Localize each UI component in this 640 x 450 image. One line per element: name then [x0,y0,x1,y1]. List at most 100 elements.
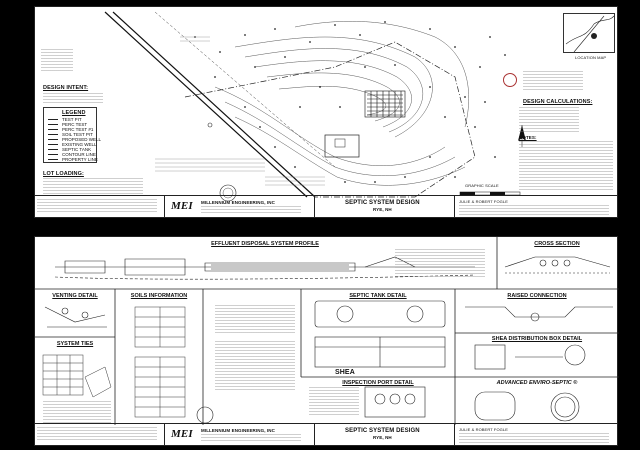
legend-label: TEST PIT [62,117,82,122]
owner-cell-2: JULIE & ROBERT FOGLE [455,424,619,445]
site-notes [41,49,73,73]
design-intent-text [43,93,103,105]
drawing-title: SEPTIC SYSTEM DESIGN [345,200,420,206]
legend-label: PROPERTY LINE [62,157,98,162]
spot-elevation-marker [334,24,336,26]
spot-elevation-marker [294,166,296,168]
legend-label: EXISTING WELL [62,142,97,147]
spot-elevation-marker [319,86,321,88]
profile-notes [395,249,485,279]
drawing-title-2: SEPTIC SYSTEM DESIGN [345,428,420,434]
legend-label: CONTOUR LINE [62,152,96,157]
soils-notes [215,305,295,335]
spot-elevation-marker [429,156,431,158]
design-calc-heading: DESIGN CALCULATIONS: [523,99,593,105]
legend-symbol-icon [48,118,58,121]
legend-heading: LEGEND [62,110,86,116]
legend-item: SEPTIC TANK [48,147,91,152]
company-logo: MEI [171,200,193,212]
spot-elevation-marker [504,54,506,56]
spot-elevation-marker [454,176,456,178]
spot-elevation-marker [284,56,286,58]
details-sheet: EFFLUENT DISPOSAL SYSTEM PROFILE CROSS S… [34,236,619,446]
legend-item: PERC TEST #1 [48,127,93,132]
legend-symbol-icon [48,133,58,136]
company-name-2: MILLENNIUM ENGINEERING, INC [201,428,275,433]
legend-symbol-icon [48,128,58,131]
spot-elevation-marker [344,181,346,183]
legend-item: CONTOUR LINE [48,152,96,157]
owner-name-2: JULIE & ROBERT FOGLE [459,427,508,432]
inspection-port-title: INSPECTION PORT DETAIL [342,380,414,386]
spot-elevation-marker [359,34,361,36]
spot-elevation-marker [444,116,446,118]
stamp-notes [523,71,583,91]
ties-notes [43,401,111,423]
effluent-profile-title: EFFLUENT DISPOSAL SYSTEM PROFILE [211,241,319,247]
legend-symbol-icon [48,153,58,156]
legend-item: PERC TEST [48,122,87,127]
spot-elevation-marker [364,66,366,68]
spot-elevation-marker [244,34,246,36]
graphic-scale-label: GRAPHIC SCALE [465,183,499,188]
spot-elevation-marker [394,64,396,66]
lot-loading-heading: LOT LOADING: [43,171,84,177]
spot-elevation-marker [474,126,476,128]
spot-elevation-marker [384,21,386,23]
drawing-subtitle: RYE, NH [373,207,392,212]
legend-label: PERC TEST #1 [62,127,94,132]
spot-elevation-marker [274,28,276,30]
spot-elevation-marker [219,51,221,53]
location-map-label: LOCATION MAP [575,55,607,60]
drawing-title-cell: SEPTIC SYSTEM DESIGN RYE, NH [315,196,455,217]
company-logo-2: MEI [171,428,193,440]
location-map [563,13,615,53]
legend-label: PROPOSED WELL [62,137,102,142]
legend-item: PROPOSED WELL [48,137,101,142]
notes-heading: NOTES: [519,135,537,140]
spot-elevation-marker [299,106,301,108]
spot-elevation-marker [404,176,406,178]
revision-table [35,196,165,217]
spot-elevation-marker [494,156,496,158]
spot-elevation-marker [479,66,481,68]
engineer-stamp [503,73,517,87]
site-plan-drawing [104,11,526,202]
spot-elevation-marker [214,76,216,78]
spot-elevation-marker [374,181,376,183]
system-ties-title: SYSTEM TIES [56,341,94,347]
spot-elevation-marker [429,28,431,30]
legend-item: EXISTING WELL [48,142,97,147]
cross-section-title: CROSS SECTION [534,241,580,247]
company-name: MILLENNIUM ENGINEERING, INC [201,200,275,205]
legend-symbol-icon [48,158,58,161]
drawing-title-cell-2: SEPTIC SYSTEM DESIGN RYE, NH [315,424,455,445]
legend-symbol-icon [48,143,58,146]
title-block-2: MEI MILLENNIUM ENGINEERING, INC SEPTIC S… [35,423,617,445]
legend-item: PROPERTY LINE [48,157,98,162]
legend-symbol-icon [48,138,58,141]
legend-label: PERC TEST [62,122,88,127]
design-calc-text [519,107,579,133]
legend-symbol-icon [48,148,58,151]
details-grid [35,237,619,425]
notes-text [519,141,613,191]
distribution-box-title: SHEA DISTRIBUTION BOX DETAIL [491,336,583,342]
title-block: MEI MILLENNIUM ENGINEERING, INC SEPTIC S… [35,195,617,217]
spot-elevation-marker [309,41,311,43]
lot-loading-text [43,178,143,196]
legend-label: SOIL TEST PIT [62,132,93,137]
company-cell-2: MEI MILLENNIUM ENGINEERING, INC [165,424,315,445]
inspection-notes [309,387,359,417]
revision-table-2 [35,424,165,445]
drawing-subtitle-2: RYE, NH [373,435,392,440]
legend-label: SEPTIC TANK [62,147,92,152]
spot-elevation-marker [489,36,491,38]
company-cell: MEI MILLENNIUM ENGINEERING, INC [165,196,315,217]
spot-elevation-marker [244,106,246,108]
septic-tank-title: SEPTIC TANK DETAIL [349,293,407,299]
soils-info-title: SOILS INFORMATION [130,293,188,299]
owner-cell: JULIE & ROBERT FOGLE [455,196,619,217]
